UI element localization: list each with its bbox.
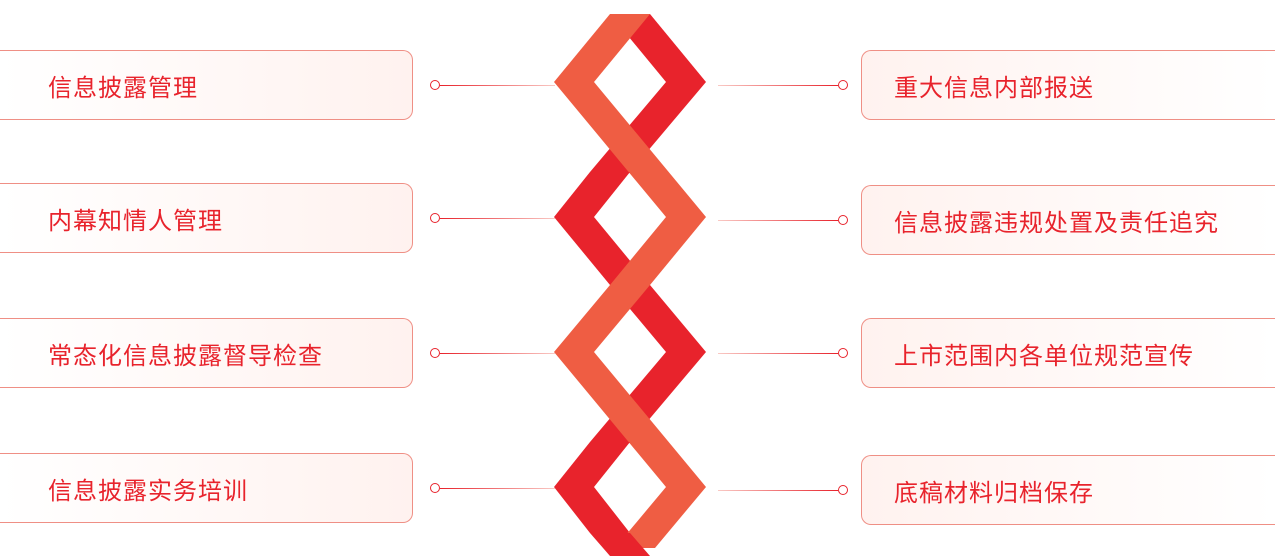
right-item-label: 重大信息内部报送 (894, 73, 1094, 102)
connector-line (718, 352, 838, 354)
connector-dot (838, 215, 848, 225)
left-item-label: 常态化信息披露督导检查 (48, 341, 323, 370)
connector-dot (838, 485, 848, 495)
connector-line (718, 489, 838, 491)
connector-dot (430, 483, 440, 493)
connector-dot (430, 348, 440, 358)
right-connector (718, 215, 848, 225)
connector-line (440, 352, 555, 354)
helix-strand-red (554, 487, 630, 533)
left-item-insider-management: 内幕知情人管理 (0, 183, 413, 253)
left-item-disclosure-training: 信息披露实务培训 (0, 453, 413, 523)
helix-strand-orange (554, 14, 650, 82)
left-item-disclosure-inspection: 常态化信息披露督导检查 (0, 318, 413, 388)
right-item-unit-publicity: 上市范围内各单位规范宣传 (861, 318, 1275, 388)
connector-line (440, 84, 555, 86)
right-connector (718, 485, 848, 495)
right-item-label: 信息披露违规处置及责任追究 (894, 208, 1219, 237)
helix-strand-orange (554, 285, 650, 352)
helix-strand-orange (615, 487, 706, 548)
left-connector (430, 80, 555, 90)
left-connector (430, 483, 555, 493)
helix-strand-red (554, 442, 630, 487)
helix-strand-orange (554, 352, 706, 487)
left-item-label: 内幕知情人管理 (48, 206, 223, 235)
left-item-disclosure-management: 信息披露管理 (0, 50, 413, 120)
connector-dot (838, 80, 848, 90)
right-connector (718, 348, 848, 358)
left-item-label: 信息披露管理 (48, 73, 198, 102)
connector-dot (430, 213, 440, 223)
left-connector (430, 213, 555, 223)
helix-strand-red (590, 533, 650, 556)
connector-dot (838, 348, 848, 358)
helix-strand-red (554, 172, 630, 217)
left-connector (430, 348, 555, 358)
connector-line (440, 217, 555, 219)
left-item-label: 信息披露实务培训 (48, 476, 248, 505)
right-item-violation-handling: 信息披露违规处置及责任追究 (861, 185, 1275, 255)
right-item-major-info-reporting: 重大信息内部报送 (861, 50, 1275, 120)
right-item-label: 上市范围内各单位规范宣传 (894, 341, 1194, 370)
right-item-archive-storage: 底稿材料归档保存 (861, 455, 1275, 525)
right-item-label: 底稿材料归档保存 (894, 478, 1094, 507)
right-connector (718, 80, 848, 90)
helix-strand-orange (554, 82, 706, 217)
connector-line (440, 487, 555, 489)
connector-line (718, 219, 838, 221)
helix-strand-orange (610, 217, 706, 285)
connector-line (718, 84, 838, 86)
connector-dot (430, 80, 440, 90)
